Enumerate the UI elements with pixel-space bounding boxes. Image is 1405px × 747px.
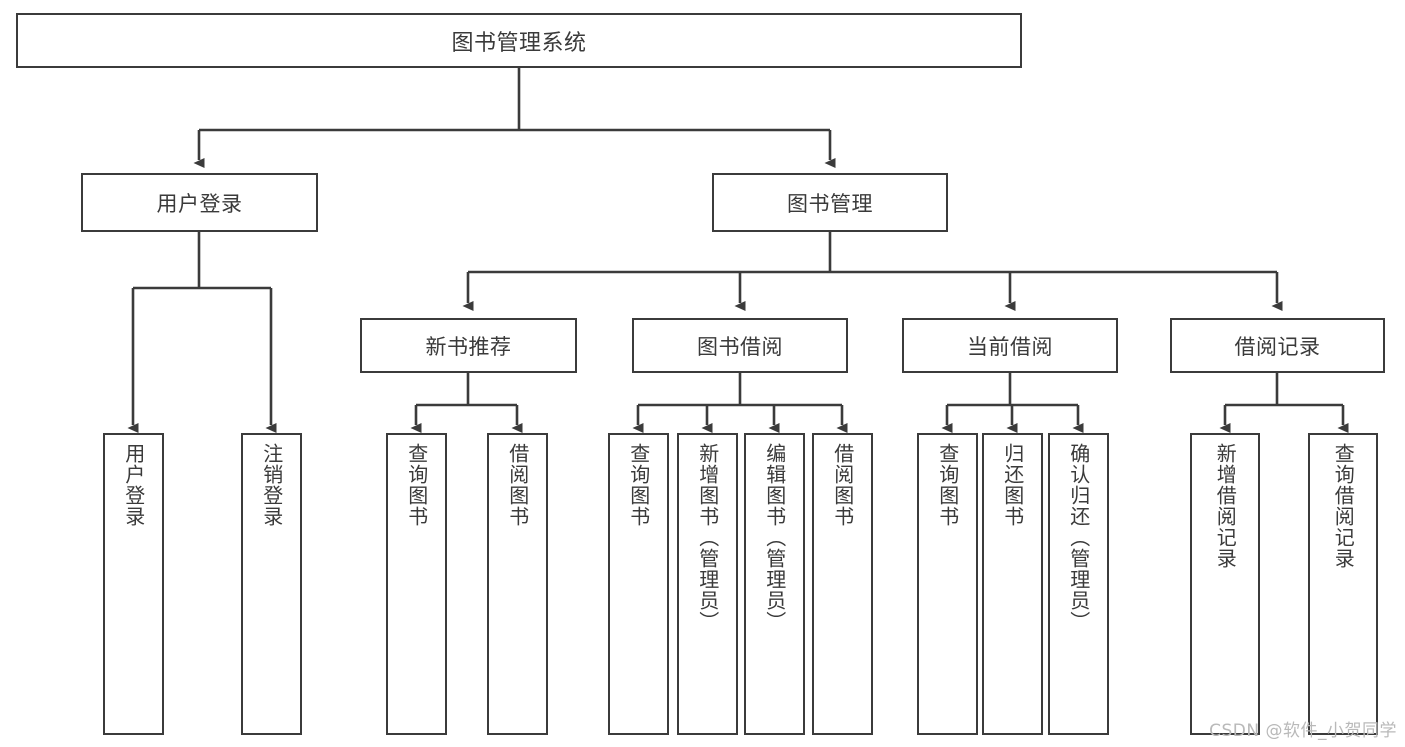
leaf-label: 查询图书 — [626, 443, 651, 527]
node-label: 图书管理 — [787, 191, 873, 216]
leaf-borrow-edit-book-admin[interactable]: 编辑图书（管理员） — [744, 433, 805, 735]
leaf-label: 编辑图书（管理员） — [762, 443, 787, 632]
node-label: 新书推荐 — [425, 334, 512, 359]
leaf-records-add-record[interactable]: 新增借阅记录 — [1190, 433, 1260, 735]
leaf-new-book-query[interactable]: 查询图书 — [386, 433, 447, 735]
leaf-label: 查询借阅记录 — [1331, 443, 1356, 569]
node-book-borrow[interactable]: 图书借阅 — [632, 318, 848, 373]
node-label: 当前借阅 — [967, 334, 1053, 359]
leaf-current-query-book[interactable]: 查询图书 — [917, 433, 978, 735]
node-label: 借阅记录 — [1234, 334, 1321, 359]
node-root-book-management-system[interactable]: 图书管理系统 — [16, 13, 1022, 68]
node-current-borrow[interactable]: 当前借阅 — [902, 318, 1118, 373]
leaf-label: 借阅图书 — [505, 443, 530, 527]
leaf-label: 新增借阅记录 — [1213, 443, 1238, 569]
leaf-label: 确认归还（管理员） — [1066, 443, 1091, 632]
leaf-borrow-add-book-admin[interactable]: 新增图书（管理员） — [677, 433, 738, 735]
leaf-user-login-signout[interactable]: 注销登录 — [241, 433, 302, 735]
leaf-label: 借阅图书 — [830, 443, 855, 527]
leaf-current-confirm-return-admin[interactable]: 确认归还（管理员） — [1048, 433, 1109, 735]
leaf-current-return-book[interactable]: 归还图书 — [982, 433, 1043, 735]
node-label: 用户登录 — [156, 191, 243, 216]
leaf-label: 注销登录 — [259, 443, 284, 527]
node-label: 图书管理系统 — [451, 30, 587, 56]
leaf-label: 归还图书 — [1000, 443, 1025, 527]
leaf-user-login-signin[interactable]: 用户登录 — [103, 433, 164, 735]
node-book-management[interactable]: 图书管理 — [712, 173, 948, 232]
node-user-login[interactable]: 用户登录 — [81, 173, 318, 232]
leaf-label: 查询图书 — [404, 443, 429, 527]
leaf-new-book-borrow[interactable]: 借阅图书 — [487, 433, 548, 735]
leaf-borrow-query-book[interactable]: 查询图书 — [608, 433, 669, 735]
node-new-book-recommend[interactable]: 新书推荐 — [360, 318, 577, 373]
leaf-borrow-borrow-book[interactable]: 借阅图书 — [812, 433, 873, 735]
node-borrow-records[interactable]: 借阅记录 — [1170, 318, 1385, 373]
leaf-records-query-record[interactable]: 查询借阅记录 — [1308, 433, 1378, 735]
leaf-label: 用户登录 — [121, 443, 146, 527]
csdn-watermark: CSDN @软件_小贺同学 — [1209, 721, 1397, 741]
leaf-label: 新增图书（管理员） — [695, 443, 720, 632]
node-label: 图书借阅 — [697, 334, 783, 359]
leaf-label: 查询图书 — [935, 443, 960, 527]
